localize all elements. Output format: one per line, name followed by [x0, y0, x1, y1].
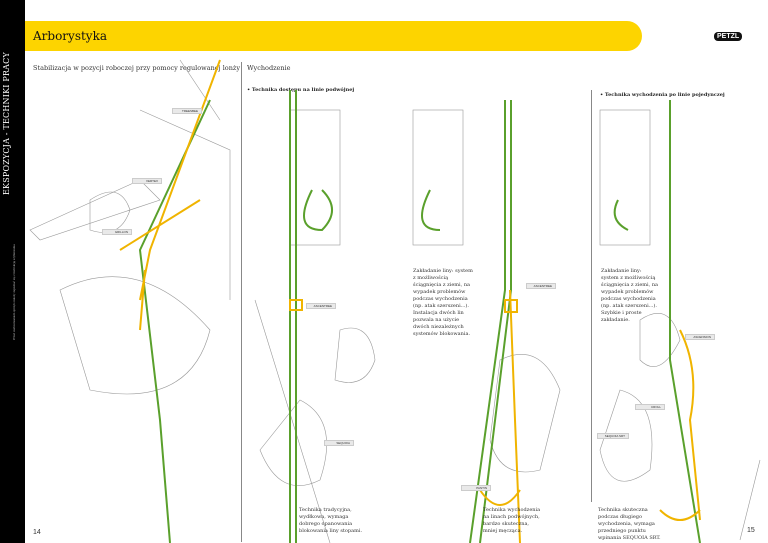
- single-rope-title: • Technika wychodzenia po linie pojedync…: [600, 92, 725, 98]
- label-pantin: PANTIN: [461, 485, 491, 491]
- label-ascentree: ASCENTREE: [306, 303, 336, 309]
- caption-traditional: Technika tradycyjna, wydłkowa, wymaga do…: [299, 507, 363, 534]
- label-grillon: GRILLON: [102, 229, 132, 235]
- divider: [241, 62, 242, 542]
- left-heading: Stabilizacja w pozycji roboczej przy pom…: [33, 64, 241, 72]
- label-ascentree-2: ASCENTREE: [526, 283, 556, 289]
- single-rope-note: Zakładanie liny: system z możliwością śc…: [601, 268, 659, 323]
- double-rope-note: Zakładanie liny: system z możliwością śc…: [413, 268, 473, 337]
- caption-single-rope: Technika skuteczna podczas długiego wych…: [598, 507, 661, 541]
- double-rope-title: • Technika dostępu na linie podwójnej: [247, 87, 355, 93]
- page-title: Arborystyka: [33, 29, 108, 43]
- right-heading: Wychodzenie: [247, 64, 291, 72]
- label-croll: CROLL: [635, 404, 665, 410]
- page-number-left: 14: [33, 529, 41, 536]
- title-banner: [25, 21, 320, 51]
- label-treesbee: TREESBEE: [172, 108, 202, 114]
- title-banner-right: [320, 21, 642, 51]
- page-number-right: 15: [747, 527, 755, 534]
- caption-double-rope: Technika wychodzenia na linach podwójnyc…: [483, 507, 541, 534]
- divider-2: [591, 90, 592, 502]
- label-sequoia: SEQUOIA: [324, 440, 354, 446]
- petzl-logo: PETZL: [714, 32, 743, 41]
- label-vertex: VERTEX: [132, 178, 162, 184]
- label-ascension: ASCENSION: [685, 334, 715, 340]
- sidebar: EKSPOZYCJA - TECHNIKI PRACY Przed zastos…: [0, 0, 25, 543]
- label-sequoia-srt: SEQUOIA SRT: [597, 433, 629, 439]
